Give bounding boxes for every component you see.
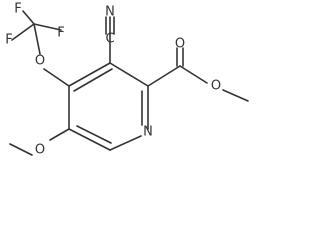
- atom-f2: F: [5, 33, 12, 48]
- bond-ring-c4-c3-inner: [73, 68, 113, 92]
- bond-carbonyl-ester-o: [179, 65, 208, 84]
- bond-f1-cf3: [22, 10, 35, 25]
- atom-f1: F: [14, 2, 21, 17]
- atom-o-carbonyl: O: [175, 37, 185, 52]
- bond-ring-c3-c2: [109, 62, 149, 87]
- atom-f3: F: [57, 26, 64, 41]
- bond-f2-cf3: [11, 23, 35, 41]
- bond-ring-c6-c5: [68, 128, 111, 151]
- atom-o-methoxy: O: [35, 143, 45, 158]
- structure-diagram: N C F F F O O O N O: [5, 2, 249, 158]
- bond-ester-o-methyl: [222, 89, 249, 102]
- bond-ring-c4-c3: [68, 62, 111, 87]
- bond-c2-carbonyl: [147, 65, 181, 87]
- atom-n-triple: N: [105, 5, 115, 20]
- bond-ring-n-c6: [109, 135, 142, 151]
- atom-o-ester: O: [211, 79, 221, 94]
- atom-n-ring: N: [143, 125, 153, 140]
- atom-c-cyano: C: [105, 32, 114, 47]
- bond-methoxy-o-methyl: [9, 143, 33, 156]
- bond-f3-cf3: [33, 23, 62, 31]
- bond-c5-methoxy-o: [49, 128, 70, 141]
- bond-ring-c6-c5-inner: [76, 125, 112, 144]
- atom-o-ocf3: O: [35, 54, 45, 69]
- bond-cf3-o: [33, 23, 41, 55]
- bond-o-ring: [43, 68, 70, 87]
